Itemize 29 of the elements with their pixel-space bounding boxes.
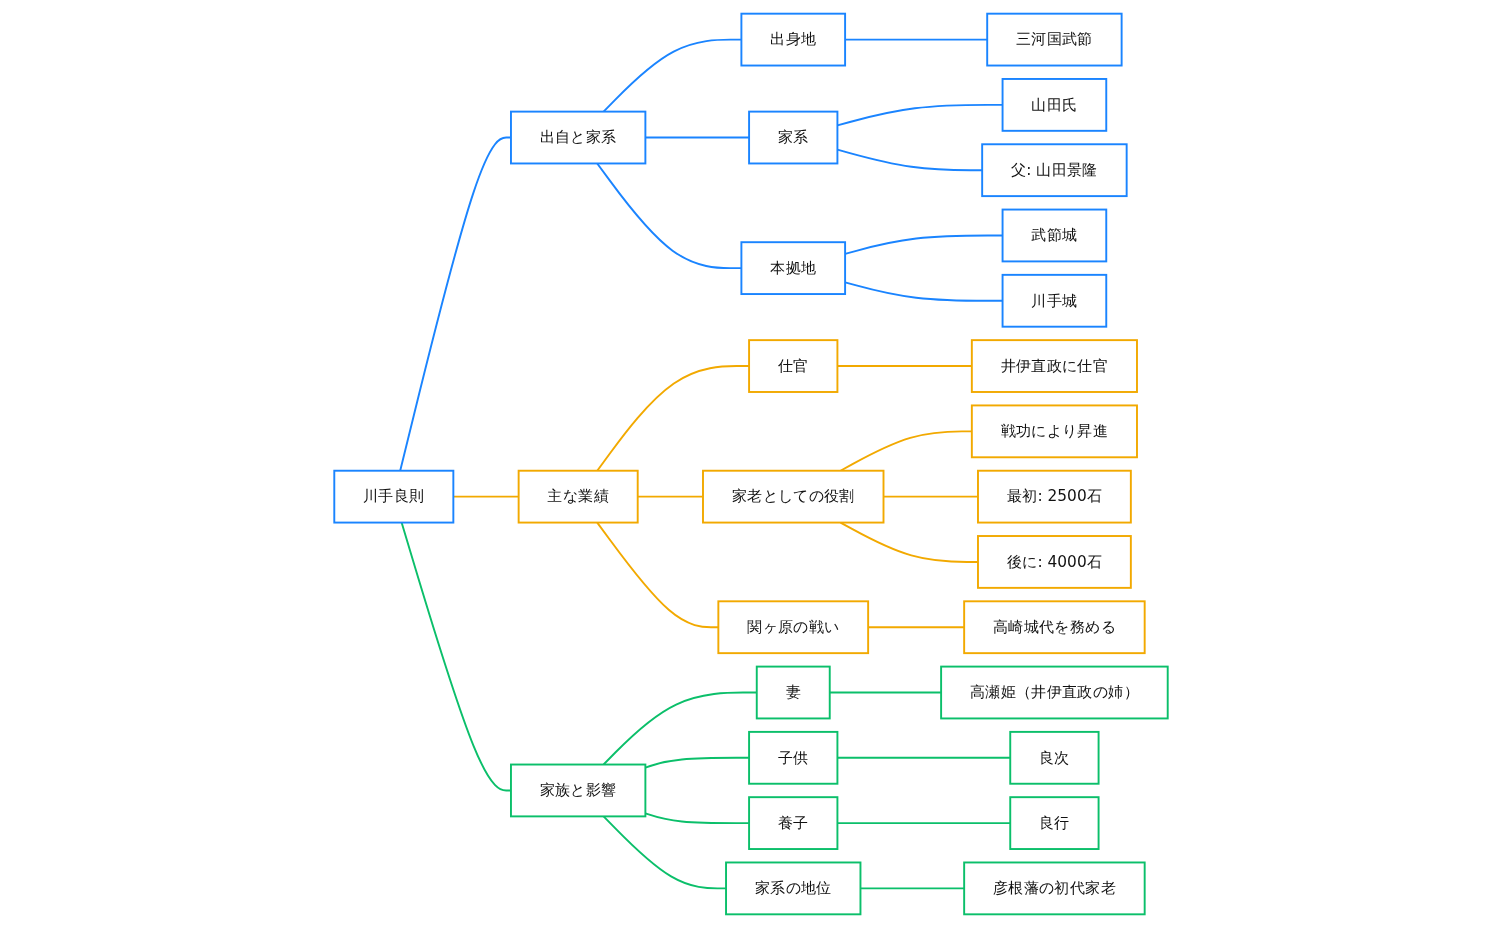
node-box: 良行: [1009, 796, 1100, 850]
node-box: 家族と影響: [510, 763, 647, 818]
node-box: 戦功により昇進: [970, 404, 1138, 459]
node-box: 家老としての役割: [702, 469, 885, 524]
node-box: 家系の地位: [725, 861, 862, 916]
node-box: 井伊直政に仕官: [970, 339, 1138, 393]
node-box: 出自と家系: [510, 110, 647, 165]
node-box: 主な業績: [517, 469, 639, 524]
node-box: 出身地: [740, 12, 847, 67]
node-box: 川手良則: [333, 469, 455, 524]
node-box: 子供: [748, 730, 839, 785]
node-box: 仕官: [748, 339, 839, 393]
node-box: 妻: [755, 665, 831, 720]
node-box: 三河国武節: [986, 12, 1123, 67]
node-box: 高崎城代を務める: [963, 600, 1146, 655]
node-box: 川手城: [1001, 273, 1108, 328]
node-box: 山田氏: [1001, 78, 1108, 132]
node-box: 家系: [748, 110, 839, 165]
node-box: 高瀬姫（井伊直政の姉）: [940, 665, 1169, 720]
node-box: 本拠地: [740, 241, 847, 295]
connector: [602, 815, 727, 890]
node-box: 後に: 4000石: [977, 535, 1132, 589]
node-box: 彦根藩の初代家老: [963, 861, 1146, 916]
node-box: 関ヶ原の戦い: [717, 600, 870, 655]
node-box: 最初: 2500石: [977, 469, 1132, 524]
node-box: 良次: [1009, 730, 1100, 785]
node-box: 武節城: [1001, 208, 1108, 263]
node-box: 養子: [748, 796, 839, 850]
node-box: 父: 山田景隆: [981, 143, 1128, 198]
